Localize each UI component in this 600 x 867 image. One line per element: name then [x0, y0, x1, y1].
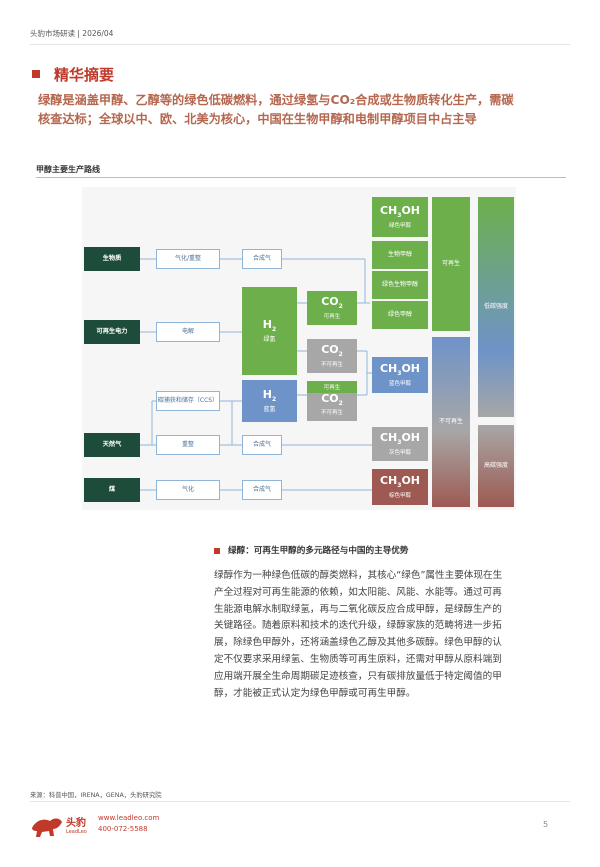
gray-methanol-label: 灰色甲醇	[388, 449, 411, 456]
gray-methanol-box: CH3OH 灰色甲醇	[372, 427, 428, 461]
green-methanol-formula: CH	[379, 204, 398, 218]
blue-methanol-tail: OH	[401, 362, 421, 376]
leopard-logo-icon	[32, 818, 62, 837]
co2-split-box: 可再生 CO2 不可再生	[307, 381, 357, 421]
process-electrolysis: 电解	[156, 322, 220, 342]
process-syngas-1: 合成气	[242, 249, 282, 269]
brown-methanol-formula: CH	[379, 474, 398, 488]
gray-methanol-tail: OH	[401, 431, 421, 445]
process-syngas-4: 合成气	[242, 480, 282, 500]
logo-en: LeadLeo	[66, 829, 87, 835]
page-number: 5	[543, 820, 549, 829]
methanol-production-diagram: 生物质 可再生电力 天然气 煤 气化/重整 合成气 电解 碳捕获和储存（CCS）…	[82, 187, 516, 510]
logo-cn: 头豹	[66, 818, 86, 829]
section-title: 精华摘要	[54, 66, 115, 84]
figure-title-divider	[36, 177, 566, 178]
side-section-bullet-icon	[214, 548, 220, 554]
website-link[interactable]: www.leadleo.com	[98, 814, 160, 822]
co2-split-formula: CO	[321, 391, 339, 405]
co2-renewable-label: 可再生	[323, 313, 341, 320]
green-methanol-item-1: 生物甲醇	[372, 241, 428, 269]
h2-green-label: 绿氢	[263, 336, 276, 344]
green-methanol-item-2: 绿色生物甲醇	[372, 271, 428, 299]
green-methanol-sub: 3	[397, 212, 402, 220]
blue-methanol-label: 蓝色甲醇	[388, 380, 411, 387]
gray-methanol-formula: CH	[379, 431, 398, 445]
para-line-1: 绿醇作为一种绿色低碳的醇类燃料，其核心“绿色”属性主要体现在生	[214, 570, 503, 581]
process-syngas-3: 合成气	[242, 435, 282, 455]
header-divider	[30, 44, 570, 45]
source-coal: 煤	[84, 478, 140, 502]
process-gasify: 气化	[156, 480, 220, 500]
brown-methanol-box: CH3OH 棕色甲醇	[372, 469, 428, 505]
summary-text: 绿醇是涵盖甲醇、乙醇等的绿色低碳燃料，通过绿氢与CO₂合成或生物质转化生产，需碳…	[38, 91, 568, 129]
green-methanol-item-3: 绿色甲醇	[372, 301, 428, 329]
side-paragraph: 绿醇作为一种绿色低碳的醇类燃料，其核心“绿色”属性主要体现在生 产全过程对可再生…	[214, 568, 552, 702]
diagram-connectors	[140, 258, 377, 491]
leadleo-logo: 头豹 LeadLeo www.leadleo.com 400-072-5588	[30, 812, 159, 840]
footer-divider	[30, 801, 570, 802]
header-text: 头豹市场研读 | 2026/04	[30, 29, 114, 38]
green-hydrogen-box: H2 绿氢	[242, 287, 297, 375]
blue-methanol-sub: 3	[397, 370, 402, 378]
h2-blue-label: 蓝氢	[263, 406, 276, 414]
source-natural-gas: 天然气	[84, 433, 140, 457]
co2-renewable-formula: CO	[321, 295, 339, 309]
co2-split-sub: 2	[338, 400, 343, 408]
nonrenewable-bar: 不可再生	[432, 337, 470, 507]
process-ccs: 碳捕获和储存（CCS）	[156, 391, 220, 411]
h2-green-formula: H	[262, 317, 273, 331]
co2-split-top: 可再生	[323, 384, 341, 391]
co2-nonrenewable-label: 不可再生	[320, 361, 343, 368]
h2-blue-sub: 2	[272, 396, 277, 404]
co2-nonrenewable-box: CO2 不可再生	[307, 339, 357, 373]
blue-hydrogen-box: H2 蓝氢	[242, 380, 297, 422]
brown-methanol-tail: OH	[401, 474, 421, 488]
section-bullet-icon	[32, 70, 40, 78]
gray-methanol-sub: 3	[397, 439, 402, 447]
co2-renewable-sub: 2	[338, 303, 343, 311]
para-line-8: 醇，才能被正式认定为绿色甲醇或可再生甲醇。	[214, 687, 416, 699]
para-line-2: 产全过程对可再生能源的依赖，如太阳能、风能、水能等。通过可再	[214, 586, 502, 598]
process-reform: 重整	[156, 435, 220, 455]
high-carbon-bar: 高碳强度	[478, 425, 514, 507]
phone-number: 400-072-5588	[98, 825, 148, 833]
co2-renewable-box: CO2 可再生	[307, 291, 357, 325]
h2-blue-formula: H	[262, 387, 273, 401]
h2-green-sub: 2	[272, 326, 277, 334]
figure-title: 甲醇主要生产路线	[36, 165, 100, 174]
summary-line-1: 绿醇是涵盖甲醇、乙醇等的绿色低碳燃料，通过绿氢与CO₂合成或生物质转化生产，需碳	[38, 93, 514, 107]
para-line-3: 生能源电解水制取绿氢，再与二氧化碳反应合成甲醇，是绿醇生产的	[214, 603, 502, 615]
renewable-bar: 可再生	[432, 197, 470, 331]
brown-methanol-sub: 3	[397, 482, 402, 490]
para-line-7: 应用端开展全生命周期碳足迹核查，只有碳排放量低于特定阈值的甲	[214, 670, 502, 682]
green-methanol-label: 绿色甲醇	[388, 222, 411, 229]
low-carbon-bar: 低碳强度	[478, 197, 514, 417]
brown-methanol-label: 棕色甲醇	[388, 492, 411, 499]
blue-methanol-box: CH3OH 蓝色甲醇	[372, 357, 428, 393]
para-line-4: 关键路径。随着原料和技术的迭代升级，绿醇家族的范畴将进一步拓	[214, 620, 502, 632]
para-line-6: 定不仅要求采用绿氢、生物质等可再生原料，还需对甲醇从原料端到	[214, 653, 502, 665]
para-line-5: 展，除绿色甲醇外，还将涵盖绿色乙醇及其他多碳醇。绿色甲醇的认	[214, 637, 502, 649]
co2-split-label: 不可再生	[320, 410, 343, 417]
co2-nonrenewable-formula: CO	[321, 343, 339, 357]
green-methanol-header: CH3OH 绿色甲醇	[372, 197, 428, 237]
co2-nonrenewable-sub: 2	[338, 351, 343, 359]
side-section-title: 绿醇：可再生甲醇的多元路径与中国的主导优势	[228, 546, 409, 556]
source-biomass: 生物质	[84, 247, 140, 271]
blue-methanol-formula: CH	[379, 362, 398, 376]
process-gasify-reform: 气化/重整	[156, 249, 220, 269]
green-methanol-tail: OH	[401, 204, 421, 218]
source-note: 来源：科普中国，IRENA，GENA，头豹研究院	[30, 792, 162, 799]
summary-line-2: 核查达标；全球以中、欧、北美为核心，中国在生物甲醇和电制甲醇项目中占主导	[38, 112, 477, 126]
source-renewable-power: 可再生电力	[84, 320, 140, 344]
